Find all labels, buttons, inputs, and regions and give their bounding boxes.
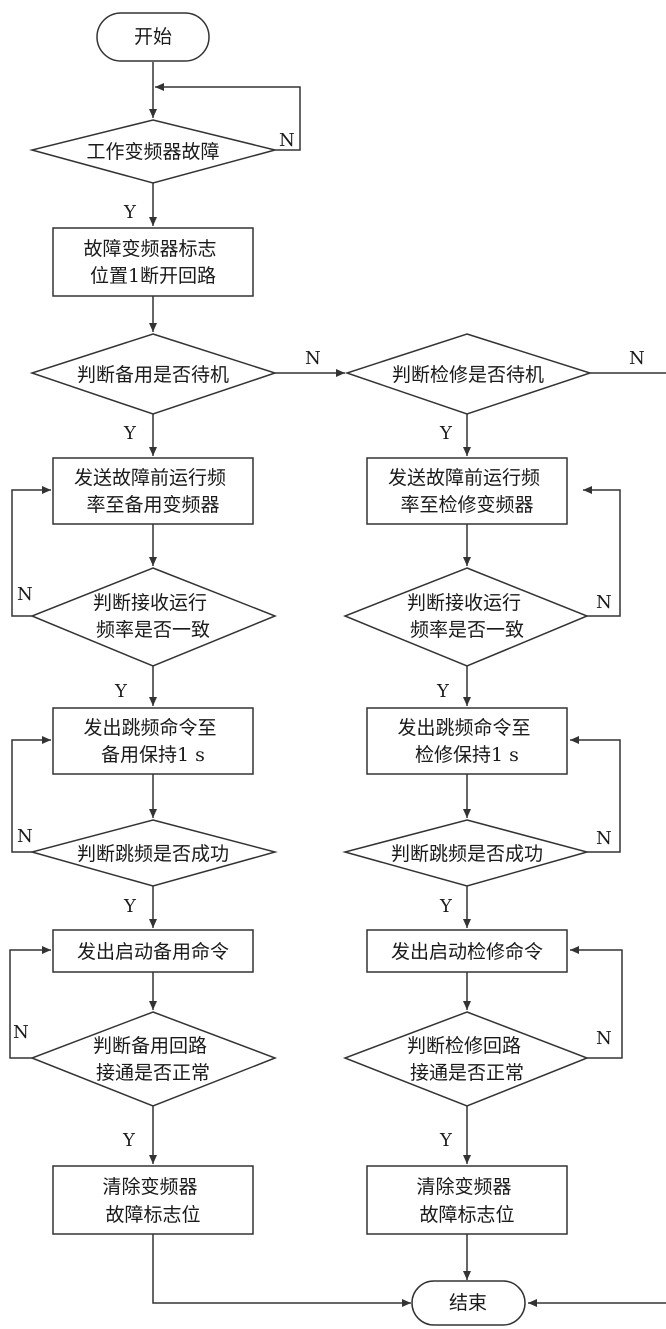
label-fault-no: N [279,130,295,151]
start-node [96,12,210,62]
right-start-cmd-node [366,929,568,973]
set-flag-line-2: 位置1断开回路 [90,265,216,287]
right-jump-cmd-line-2: 检修保持1 s [415,744,519,766]
right-loop-line-1: 判断检修回路 [407,1035,521,1057]
right-freq-line-2: 频率是否一致 [410,619,524,641]
nodes: 开始 工作变频器故障 故障变频器标志 位置1断开回路 判断备用是否待机 判断检修… [29,12,593,1326]
left-loop-decision [29,1011,278,1107]
label-repair-yes: Y [439,423,453,444]
left-clear-flag-node [52,1165,254,1235]
left-start-cmd-label: 发出启动备用命令 [77,941,229,963]
left-loop-line-2: 接通是否正常 [96,1062,210,1084]
label-left-jump-yes: Y [123,896,137,917]
right-loop-line-2: 接通是否正常 [410,1062,524,1084]
right-loop-decision-label: 判断检修回路 接通是否正常 [407,1035,527,1084]
left-clear-flag-label: 清除变频器 故障标志位 [102,1176,203,1226]
right-jump-decision-label: 判断跳频是否成功 [391,843,543,865]
end-label: 结束 [449,1292,487,1314]
right-jump-cmd-node [366,707,568,775]
right-start-cmd-label: 发出启动检修命令 [391,941,543,963]
left-clear-flag-line-1: 清除变频器 [102,1176,197,1198]
right-clear-flag-node [366,1165,568,1235]
label-left-jump-no: N [17,826,33,847]
label-right-freq-yes: Y [436,681,450,702]
edge-left-freq-no [11,486,51,617]
right-clear-flag-label: 清除变频器 故障标志位 [416,1176,517,1226]
set-flag-label: 故障变频器标志 位置1断开回路 [83,238,222,287]
right-send-freq-line-1: 发送故障前运行频 [388,467,540,489]
left-jump-cmd-label: 发出跳频命令至 备用保持1 s [83,717,222,766]
label-left-freq-no: N [17,584,33,605]
label-standby-no: N [305,348,321,369]
label-right-loop-no: N [596,1028,612,1049]
right-send-freq-node [366,457,568,525]
edge-left-loop-no [9,946,51,1059]
right-loop-decision [342,1011,590,1107]
standby-decision-label: 判断备用是否待机 [77,364,229,386]
edge-right-freq-no [583,486,621,617]
label-standby-yes: Y [123,423,137,444]
left-send-freq-node [52,457,254,525]
label-left-loop-yes: Y [122,1130,136,1151]
start-label: 开始 [134,26,172,48]
left-send-freq-label: 发送故障前运行频 率至备用变频器 [74,467,232,516]
left-jump-cmd-line-1: 发出跳频命令至 [83,717,216,739]
fault-decision-label: 工作变频器故障 [86,141,219,163]
right-jump-cmd-line-1: 发出跳频命令至 [397,717,530,739]
right-clear-flag-line-2: 故障标志位 [419,1204,514,1226]
left-send-freq-line-2: 率至备用变频器 [86,494,219,516]
edges [9,62,666,1307]
label-right-jump-yes: Y [439,896,453,917]
fault-decision [29,119,276,184]
right-freq-decision [342,567,589,667]
edge-right-loop-no [570,946,623,1059]
left-loop-decision-label: 判断备用回路 接通是否正常 [93,1035,213,1084]
right-jump-cmd-label: 发出跳频命令至 检修保持1 s [397,717,536,766]
label-left-freq-yes: Y [114,681,128,702]
standby-decision [29,333,278,415]
edge-left-clear-to-end [152,1234,411,1307]
right-clear-flag-line-1: 清除变频器 [416,1176,511,1198]
set-flag-line-1: 故障变频器标志 [83,238,216,260]
left-loop-line-1: 判断备用回路 [93,1035,207,1057]
left-jump-decision [29,819,278,887]
left-freq-decision-label: 判断接收运行 频率是否一致 [93,592,213,641]
left-freq-line-1: 判断接收运行 [93,592,207,614]
label-right-freq-no: N [596,592,612,613]
left-freq-decision [30,567,278,667]
left-jump-cmd-line-2: 备用保持1 s [101,744,205,766]
left-jump-decision-label: 判断跳频是否成功 [77,843,229,865]
right-freq-decision-label: 判断接收运行 频率是否一致 [407,592,527,641]
left-freq-line-2: 频率是否一致 [96,619,210,641]
label-right-jump-no: N [596,828,612,849]
repair-decision-label: 判断检修是否待机 [392,364,544,386]
set-flag-node [52,227,254,297]
label-left-loop-no: N [13,1022,29,1043]
edge-right-jump-no [570,736,621,853]
label-repair-no: N [629,348,645,369]
edge-labels: N Y N N Y Y N Y N Y N Y N Y N Y N Y [13,130,645,1151]
right-freq-line-1: 判断接收运行 [407,592,521,614]
edge-left-jump-no [11,736,51,853]
label-fault-yes: Y [123,202,137,223]
label-right-loop-yes: Y [439,1130,453,1151]
right-send-freq-label: 发送故障前运行频 率至检修变频器 [388,467,546,516]
left-start-cmd-node [52,929,254,973]
right-jump-decision [342,819,590,887]
right-send-freq-line-2: 率至检修变频器 [400,494,533,516]
left-clear-flag-line-2: 故障标志位 [105,1204,200,1226]
end-node [411,1280,526,1326]
edge-fault-no-loop [155,83,301,151]
left-jump-cmd-node [52,707,254,775]
left-send-freq-line-1: 发送故障前运行频 [74,467,226,489]
repair-decision [344,333,593,415]
